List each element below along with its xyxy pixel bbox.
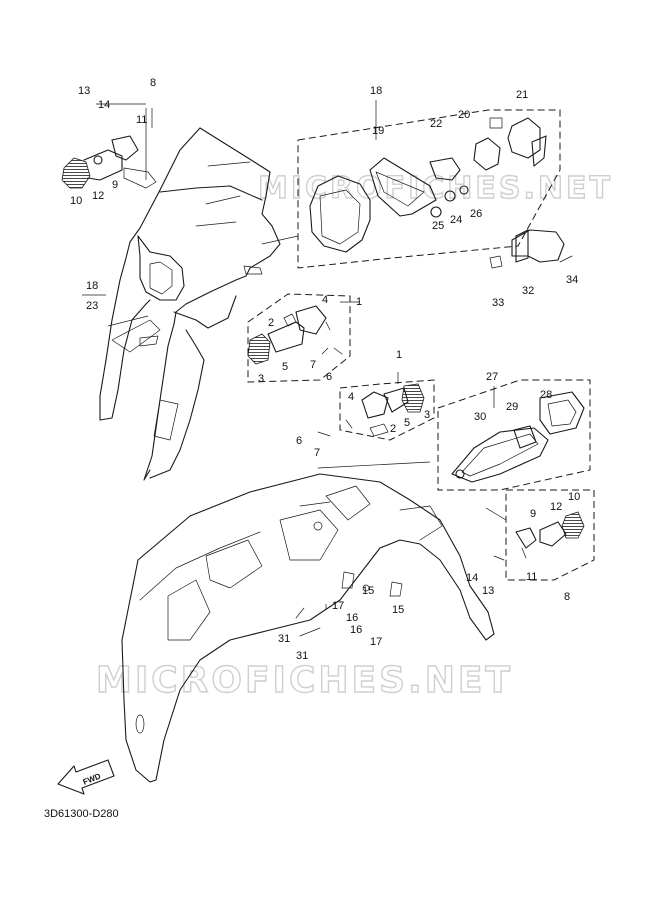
callout-9-top: 9 xyxy=(112,179,118,191)
rear-fender xyxy=(121,473,495,783)
callout-31-a: 31 xyxy=(278,633,290,645)
callout-33: 33 xyxy=(492,297,504,309)
callout-31-b: 31 xyxy=(296,650,308,662)
callout-17-a: 17 xyxy=(332,600,344,612)
group-box-1-lower xyxy=(339,379,435,441)
callout-5-upper: 5 xyxy=(282,361,288,373)
callout-11-right: 11 xyxy=(526,571,537,583)
callout-12-top: 12 xyxy=(92,190,104,202)
callout-27: 27 xyxy=(486,371,498,383)
callout-14-top: 14 xyxy=(98,99,110,111)
group-box-8-right xyxy=(505,489,595,581)
callout-24: 24 xyxy=(450,214,462,226)
licence-lamp xyxy=(489,229,573,269)
callout-10-top: 10 xyxy=(70,195,82,207)
group-box-27 xyxy=(437,379,591,491)
diagram-code: 3D61300-D280 xyxy=(44,808,119,820)
callout-2-upper: 2 xyxy=(268,317,274,329)
callout-9-right: 9 xyxy=(530,508,536,520)
group-box-1-upper xyxy=(247,293,351,383)
callout-2-lower: 2 xyxy=(390,423,396,435)
callout-13-top: 13 xyxy=(78,85,90,97)
leader-lines xyxy=(107,100,507,610)
callout-20: 20 xyxy=(458,109,470,121)
callout-3-upper: 3 xyxy=(258,373,264,385)
callout-13-right: 13 xyxy=(482,585,494,597)
callout-11-top: 11 xyxy=(136,114,147,126)
callout-23: 23 xyxy=(86,300,98,312)
callout-18-left: 18 xyxy=(86,280,98,292)
callout-6-upper: 6 xyxy=(326,371,332,383)
callout-1-lower: 1 xyxy=(396,349,402,361)
callout-17-b: 17 xyxy=(370,636,382,648)
callout-6-lower: 6 xyxy=(296,435,302,447)
callout-26: 26 xyxy=(470,208,482,220)
rear-flasher-right xyxy=(493,511,585,561)
callout-30: 30 xyxy=(474,411,486,423)
callout-18-top: 18 xyxy=(370,85,382,97)
callout-29: 29 xyxy=(506,401,518,413)
callout-21: 21 xyxy=(516,89,528,101)
headlight-cowl xyxy=(99,127,281,481)
callout-28: 28 xyxy=(540,389,552,401)
callout-7-upper: 7 xyxy=(310,359,316,371)
callout-10-right: 10 xyxy=(568,491,580,503)
fwd-arrow: FWD xyxy=(57,759,115,795)
callout-4-lower: 4 xyxy=(348,391,354,403)
tail-light-assembly xyxy=(309,117,547,253)
callout-15-a: 15 xyxy=(362,585,374,597)
callout-3-lower: 3 xyxy=(424,409,430,421)
callout-19: 19 xyxy=(372,125,384,137)
front-flasher-left xyxy=(61,135,157,189)
callout-25: 25 xyxy=(432,220,444,232)
callout-4-upper: 4 xyxy=(322,294,328,306)
callout-15-b: 15 xyxy=(392,604,404,616)
callout-14-right: 14 xyxy=(466,572,478,584)
callout-16-b: 16 xyxy=(350,624,362,636)
callout-1-upper: 1 xyxy=(356,296,362,308)
rear-lamp-assembly xyxy=(451,391,585,483)
watermark-bottom: MICROFICHES.NET xyxy=(96,660,513,701)
callout-5-lower: 5 xyxy=(404,417,410,429)
callout-8-right: 8 xyxy=(564,591,570,603)
callout-16-a: 16 xyxy=(346,612,358,624)
callout-12-right: 12 xyxy=(550,501,562,513)
callout-8-top: 8 xyxy=(150,77,156,89)
callout-32: 32 xyxy=(522,285,534,297)
group-box-18 xyxy=(297,109,561,269)
turn-signal-left-upper xyxy=(247,305,343,365)
turn-signal-left-lower xyxy=(317,383,425,437)
callout-7-lower: 7 xyxy=(314,447,320,459)
callout-34: 34 xyxy=(566,274,578,286)
callout-22: 22 xyxy=(430,118,442,130)
callout-labels: 13 14 8 11 12 9 10 18 19 22 20 21 25 24 … xyxy=(70,77,580,662)
